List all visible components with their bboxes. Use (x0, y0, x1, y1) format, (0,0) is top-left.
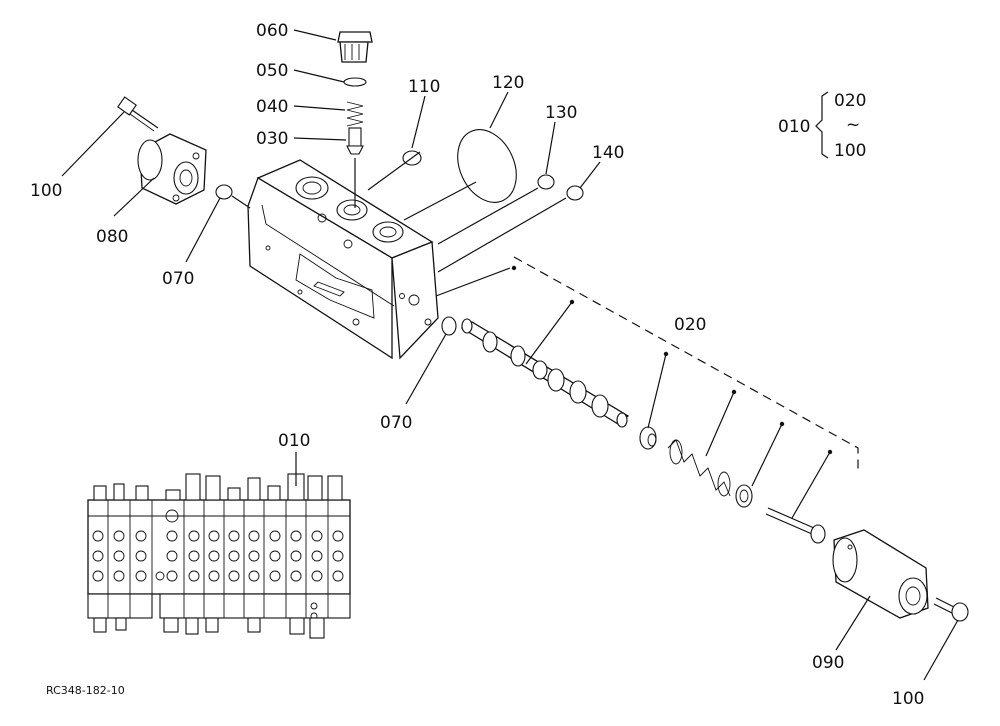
part-130-oring (537, 174, 555, 190)
group-bracket-020 (513, 256, 859, 470)
label-130: 130 (545, 103, 577, 123)
label-090: 090 (812, 653, 844, 673)
part-020-spool (460, 318, 630, 428)
part-060-plug (337, 31, 373, 63)
assembly-port-holes (92, 509, 344, 620)
spool-bolt (765, 507, 826, 544)
part-120-seal-ring (457, 129, 517, 203)
label-040: 040 (256, 97, 288, 117)
label-110: 110 (408, 77, 440, 97)
label-100-top: 100 (30, 181, 62, 201)
assembly-bottom-stems (93, 617, 325, 639)
label-060: 060 (256, 21, 288, 41)
spool-collar (639, 426, 657, 450)
drawing-code: RC348-182-10 (46, 684, 125, 697)
spool-spring (667, 439, 731, 497)
legend-range-sep: ~ (846, 115, 860, 135)
valve-body (247, 159, 439, 360)
legend-range-end: 100 (834, 141, 866, 161)
label-070-mid: 070 (380, 413, 412, 433)
bracket-dots (511, 265, 833, 455)
part-070-oring-front (441, 316, 457, 336)
part-080-cover (137, 133, 207, 205)
label-080: 080 (96, 227, 128, 247)
part-100-bolt-bottom (933, 597, 969, 622)
label-100-bottom: 100 (892, 689, 924, 709)
label-120: 120 (492, 73, 524, 93)
legend-parent: 010 (778, 117, 810, 137)
assembly-top-stems (93, 473, 343, 501)
label-070-top: 070 (162, 269, 194, 289)
label-020: 020 (674, 315, 706, 335)
valve-assembly-overview (87, 452, 351, 639)
label-050: 050 (256, 61, 288, 81)
part-140-oring (566, 185, 584, 201)
label-010-assembly: 010 (278, 431, 310, 451)
part-050-oring (343, 77, 367, 87)
part-090-cap (832, 529, 929, 619)
part-070-oring-left (215, 184, 233, 200)
spring-seat (735, 484, 753, 508)
part-100-bolt-top (117, 96, 159, 132)
label-030: 030 (256, 129, 288, 149)
leader-lines (61, 29, 959, 681)
part-030-poppet (346, 127, 364, 155)
assembly-legend (815, 91, 829, 159)
part-040-spring (346, 101, 364, 127)
part-labels: 060 050 040 030 110 120 130 140 100 080 … (30, 21, 924, 709)
legend-range-start: 020 (834, 91, 866, 111)
label-140: 140 (592, 143, 624, 163)
